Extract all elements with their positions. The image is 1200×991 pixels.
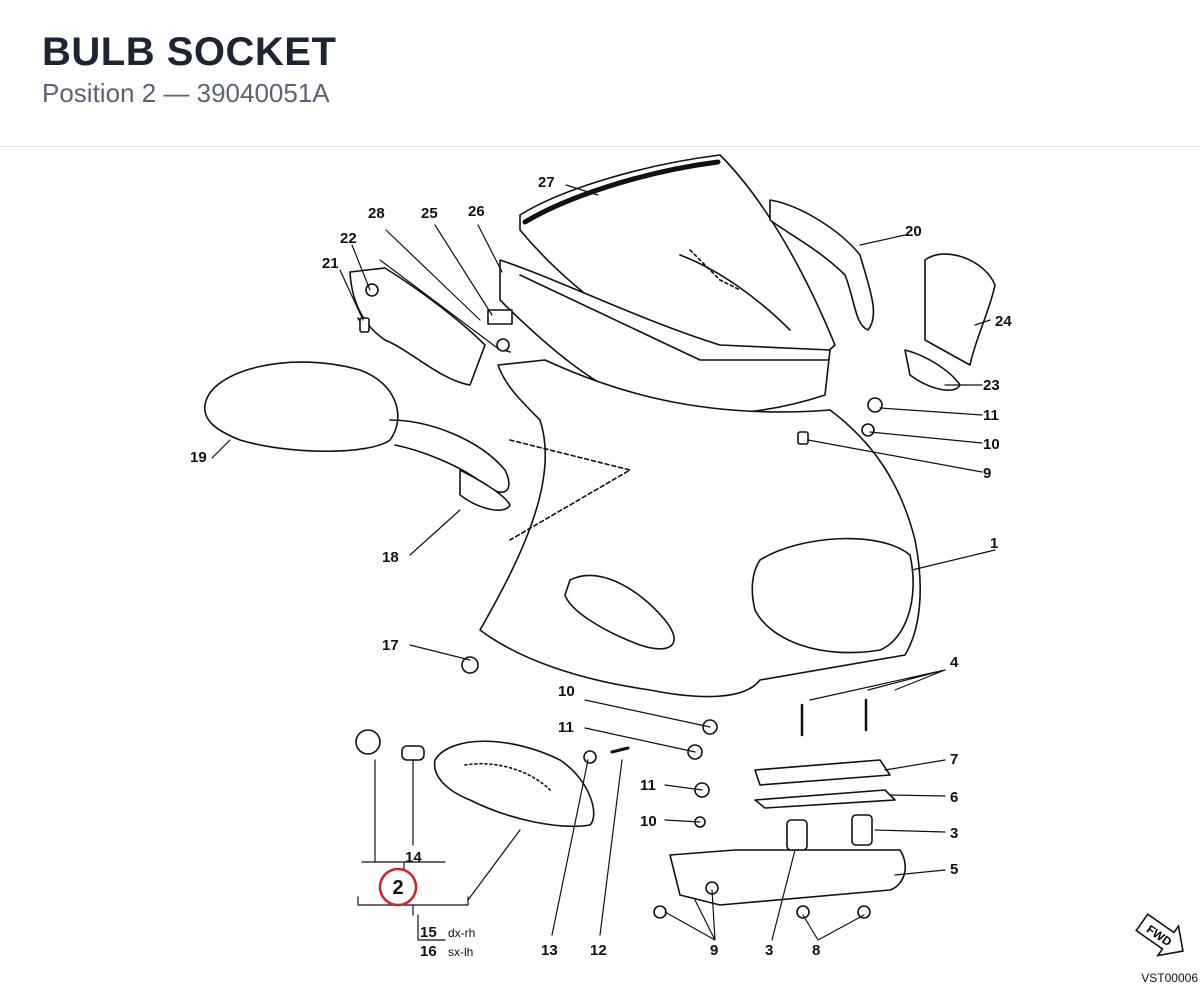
turn-indicator-assembly [355,729,630,828]
callout-12: 12 [590,942,607,959]
callout-20: 20 [905,223,922,240]
callout-9-upper: 9 [983,465,991,482]
callout-16-note: sx-lh [448,945,473,959]
callout-10-mid: 10 [558,683,575,700]
callout-11-lower: 11 [640,777,656,794]
callout-22: 22 [340,230,357,247]
highlight-position-2: 2 [378,867,418,907]
callout-11-upper: 11 [983,407,999,424]
callout-19: 19 [190,449,207,466]
callout-2: 2 [392,877,403,899]
callout-27: 27 [538,174,555,191]
callout-6: 6 [950,789,958,806]
callout-8: 8 [812,942,820,959]
callout-25: 25 [421,205,438,222]
callout-1: 1 [990,535,998,552]
callout-4: 4 [950,654,959,671]
callout-14: 14 [405,849,422,866]
drawing-code: VST00006 [1141,971,1198,985]
page-header: BULB SOCKET Position 2 — 39040051A [0,0,1200,147]
callout-5: 5 [950,861,958,878]
right-mirror-part [769,199,996,391]
callout-3-right: 3 [950,825,958,842]
left-bracket-part [349,267,511,386]
main-fairing-part [479,359,921,698]
callout-21: 21 [322,255,339,272]
callout-10-lower: 10 [640,813,657,830]
callout-24: 24 [995,313,1012,330]
callout-26: 26 [468,203,485,220]
fwd-arrow-icon: FWD [1135,913,1184,957]
callout-7: 7 [950,751,958,768]
callout-17: 17 [382,637,399,654]
callout-10-upper: 10 [983,436,1000,453]
callout-3-bottom: 3 [765,942,773,959]
page-subtitle: Position 2 — 39040051A [42,78,330,108]
callout-28: 28 [368,205,385,222]
left-mirror-part [204,361,511,511]
leader-lines [211,184,996,941]
fairing-upper-frame [499,259,831,415]
callout-23: 23 [983,377,1000,394]
page-title: BULB SOCKET [42,30,337,74]
callout-11-mid: 11 [558,719,574,736]
callout-18: 18 [382,549,399,566]
callout-13: 13 [541,942,558,959]
callout-15: 15 [420,924,437,941]
callout-16: 16 [420,943,437,960]
upper-hardware [359,309,883,445]
callout-9-bottom: 9 [710,942,718,959]
callout-15-note: dx-rh [448,926,475,940]
